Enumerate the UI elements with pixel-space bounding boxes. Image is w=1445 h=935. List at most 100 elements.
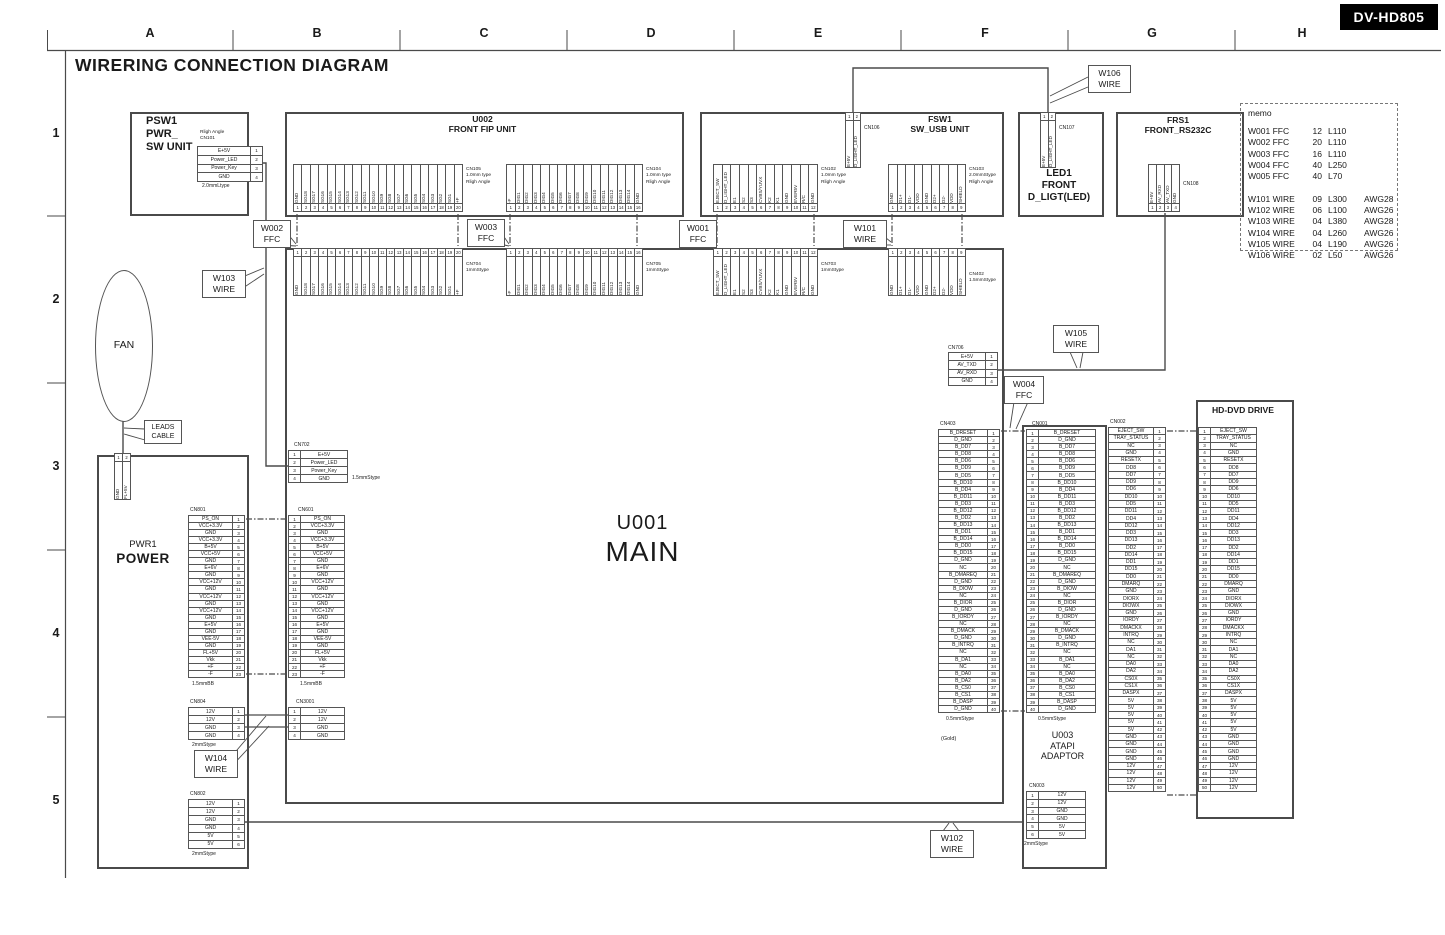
cn107-id: CN107 xyxy=(1059,125,1075,131)
grid-col-b: B xyxy=(312,26,322,40)
memo-title: memo xyxy=(1248,108,1272,118)
cn802-id: CN802 xyxy=(190,791,206,797)
cn601-id: CN601 xyxy=(298,507,314,513)
cn001-caption: 0.5mmStype xyxy=(1038,716,1067,722)
cn002-id: CN002 xyxy=(1110,419,1126,425)
pin-row-22: 22+F xyxy=(289,662,344,671)
unit-pwr1-label: PWR1 xyxy=(129,539,157,550)
unit-pwr1 xyxy=(97,455,249,869)
model-badge: DV-HD805 xyxy=(1340,4,1438,30)
cn101-caption: 2.0mmLtype xyxy=(202,183,230,189)
cn702-caption: 1.5mmStype xyxy=(352,475,381,481)
unit-hdd-drive xyxy=(1196,400,1294,819)
unit-frs1 xyxy=(1116,112,1244,217)
grid-col-c: C xyxy=(479,26,489,40)
